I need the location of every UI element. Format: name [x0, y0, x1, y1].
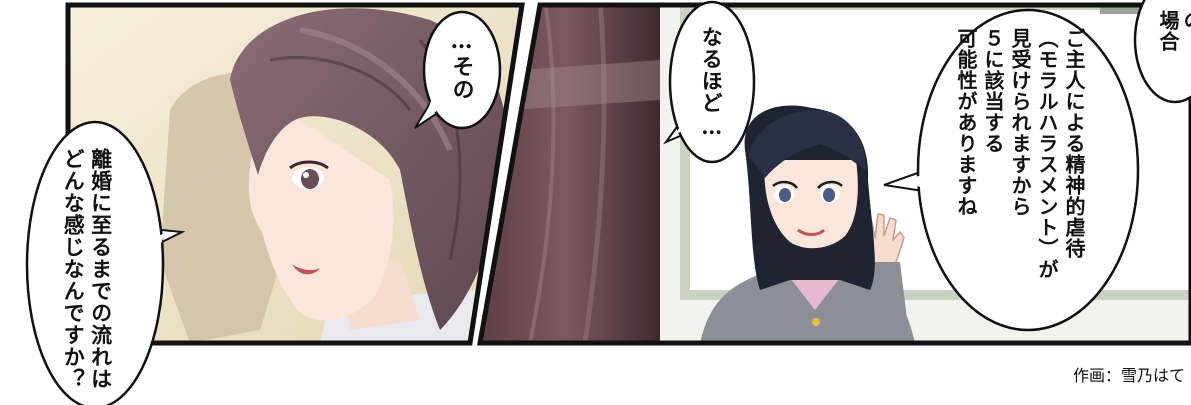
speech-text-interviewer: 離婚に至るまでの流れは どんな感じなんですか？: [61, 148, 114, 390]
speech-text-woman: …その: [448, 28, 475, 101]
right-panel-border: [477, 2, 1191, 346]
speech-text-partial: の 場合: [1156, 10, 1191, 52]
speech-bubble-lawyer-ack: [663, 0, 756, 164]
speech-bubble-partial: [1133, 0, 1191, 104]
speech-bubble-lawyer: [883, 8, 1140, 332]
speech-bubble-interviewer: [25, 120, 186, 405]
speech-bubble-woman: [414, 10, 502, 130]
speech-text-lawyer: ご主人による精神的虐待 （モラルハラスメント）が 見受けられますから ５に該当す…: [954, 28, 1086, 280]
speech-text-lawyer-ack: なるほど…: [699, 26, 725, 140]
artist-credit: 作画：雪乃はて: [1072, 366, 1185, 385]
